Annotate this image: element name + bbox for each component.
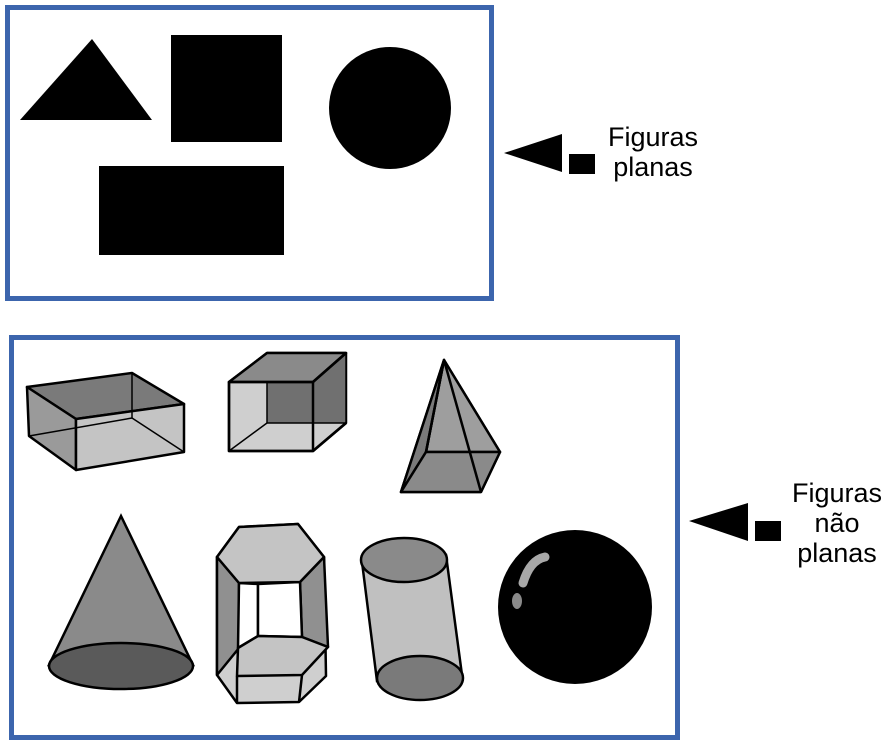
circle-shape [329,47,451,169]
cube-shape [227,351,348,453]
flat-figures-label: Figuras planas [603,122,703,182]
left-arrow-pointer-icon [689,503,781,541]
left-arrow-pointer-icon [504,134,595,174]
cylinder-shape [359,536,465,702]
solid-figures-label: Figuras não planas [784,478,890,568]
pyramid-shape [399,358,502,494]
rectangle-shape [99,166,284,255]
rectangular-prism-shape [25,371,186,472]
square-shape [171,35,282,142]
hexagonal-prism-shape [215,522,330,705]
sphere-shape [498,530,652,684]
cone-shape [47,513,195,691]
triangle-shape [20,39,152,120]
label-line: planas [797,538,877,568]
label-line: Figuras [607,122,699,152]
label-line: planas [613,152,693,182]
label-line: não [814,508,860,538]
label-line: Figuras [791,478,883,508]
